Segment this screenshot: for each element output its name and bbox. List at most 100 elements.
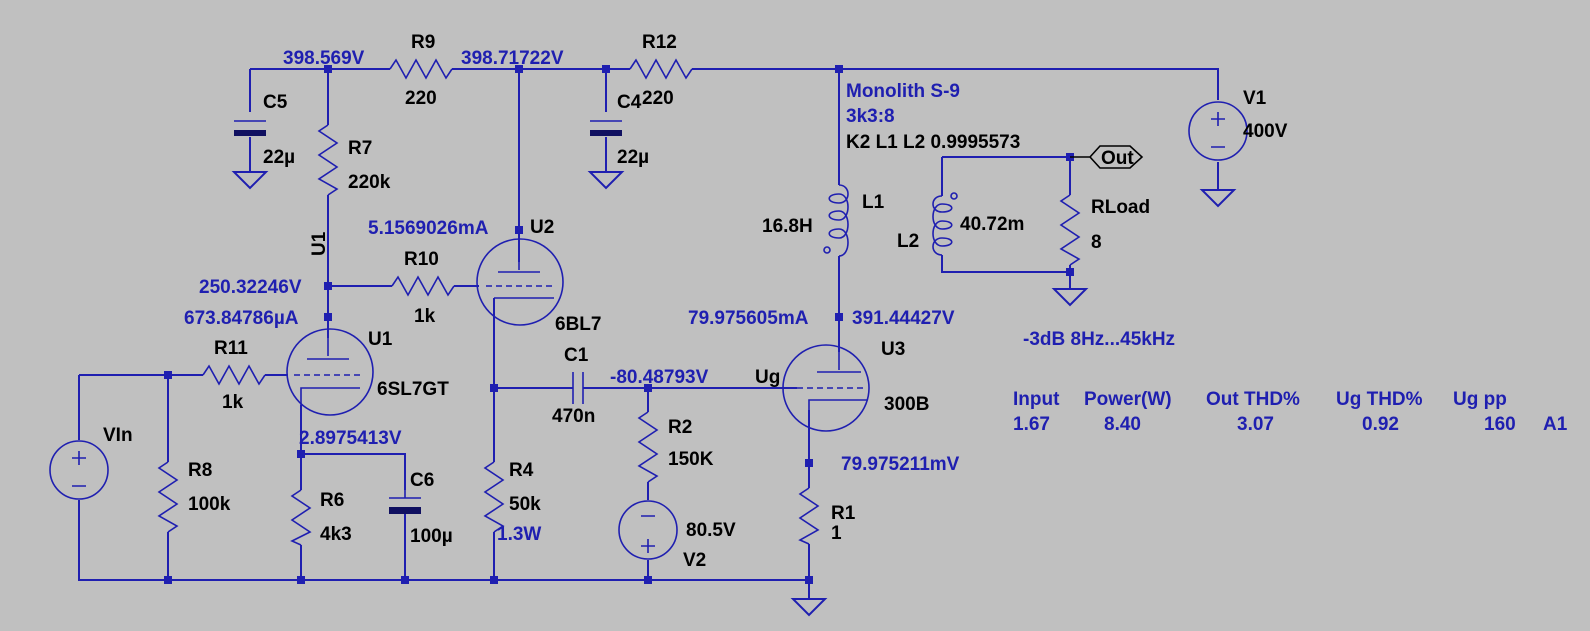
source-vin [49,440,109,500]
label-l2-name: L2 [897,231,919,252]
inductor-l1 [823,184,849,257]
label-r12-value: 220 [642,88,674,109]
voltage-u1-plate: 250.32246V [199,277,302,298]
label-r6-value: 4k3 [320,524,352,545]
resistor-rload [1059,194,1081,266]
tube-u3 [782,344,870,432]
label-r10-name: R10 [404,249,439,270]
voltage-u3-cathode: 79.975211mV [841,454,960,475]
resistor-r11 [202,364,266,386]
resistor-r10 [391,275,455,297]
label-r7-name: R7 [348,138,372,159]
transformer-coupling: K2 L1 L2 0.9995573 [846,132,1020,153]
capacitor-c4 [590,120,622,136]
label-c1-name: C1 [564,345,589,366]
capacitor-c6 [389,490,421,522]
current-u1: 673.84786µA [184,308,299,329]
junctions [164,65,1074,584]
label-u2-model: 6BL7 [555,314,601,335]
source-v1 [1188,101,1248,161]
wires [78,68,1219,599]
label-r4-power: 1.3W [497,524,541,545]
inductor-l2 [932,192,958,256]
results-class: A1 [1543,414,1568,435]
label-r8-value: 100k [188,494,231,515]
results-value-input: 1.67 [1013,414,1050,435]
ground-main [790,598,828,617]
simulation-results: -3dB 8Hz...45kHz Input Power(W) Out THD%… [1013,329,1568,435]
results-header-ug-thd: Ug THD% [1336,389,1423,410]
label-ug: Ug [755,367,780,388]
operating-points: 398.569V 398.71722V 5.1569026mA 250.3224… [184,48,960,545]
voltage-node-2: 398.71722V [461,48,564,69]
transformer-name: Monolith S-9 [846,81,960,102]
results-value-ug-pp: 160 [1484,414,1516,435]
results-value-out-thd: 3.07 [1237,414,1274,435]
resistor-r1 [798,487,820,545]
resistor-r12 [629,58,693,80]
transformer-spec: Monolith S-9 3k3:8 K2 L1 L2 0.9995573 [846,81,1020,153]
voltage-sources [49,101,1248,560]
resistor-r2 [637,411,659,483]
ground-symbols [231,171,1237,617]
resistor-r4 [483,461,505,533]
capacitor-c1 [572,372,584,404]
label-u3-name: U3 [881,339,905,360]
label-r2-name: R2 [668,417,692,438]
tube-u2 [476,238,564,326]
label-l2-value: 40.72m [960,214,1024,235]
label-r11-name: R11 [214,338,248,359]
label-u1-side: U1 [309,231,330,256]
results-value-ug-thd: 0.92 [1362,414,1399,435]
label-r12-name: R12 [642,32,677,53]
label-v1-name: V1 [1243,88,1267,109]
label-r1-value: 1 [831,523,842,544]
current-u3: 79.975605mA [688,308,809,329]
tube-u1 [286,328,374,416]
results-header-out-thd: Out THD% [1206,389,1300,410]
label-v2-name: V2 [683,550,706,571]
bandwidth-note: -3dB 8Hz...45kHz [1023,329,1175,350]
label-c6-name: C6 [410,470,434,491]
transformer-ratio: 3k3:8 [846,106,895,127]
label-r9-name: R9 [411,32,435,53]
label-c4-value: 22µ [617,147,649,168]
resistor-r6 [290,489,312,546]
ground-c5 [231,171,269,190]
label-r7-value: 220k [348,172,391,193]
resistor-r9 [389,58,453,80]
voltage-node-1: 398.569V [283,48,365,69]
label-r4-value: 50k [509,494,541,515]
label-u2-name: U2 [530,217,554,238]
inductors [823,184,958,257]
results-header-power: Power(W) [1084,389,1172,410]
label-c1-value: 470n [552,406,595,427]
label-u1-model: 6SL7GT [377,379,449,400]
label-l1-value: 16.8H [762,216,813,237]
label-r10-value: 1k [414,306,436,327]
voltage-u3-plate: 391.44427V [852,308,955,329]
label-vin-name: VIn [103,425,133,446]
source-v2 [618,500,678,560]
results-value-power: 8.40 [1104,414,1141,435]
label-rload-name: RLoad [1091,197,1150,218]
label-r11-value: 1k [222,392,244,413]
results-header-input: Input [1013,389,1060,410]
ground-l2 [1051,288,1089,307]
label-u1-name: U1 [368,329,393,350]
label-rload-value: 8 [1091,232,1102,253]
ground-v1 [1199,189,1237,208]
results-header-ug-pp: Ug pp [1453,389,1507,410]
label-c4-name: C4 [617,92,642,113]
output-port: Out [1070,145,1144,169]
capacitor-c5 [234,120,266,136]
label-l1-name: L1 [862,192,885,213]
label-r2-value: 150K [668,449,714,470]
voltage-u1-cathode: 2.8975413V [299,428,402,449]
label-r9-value: 220 [405,88,437,109]
resistor-r8 [157,461,179,533]
label-r8-name: R8 [188,460,212,481]
component-labels: R9 220 R12 220 C5 22µ C4 22µ R7 220k U1 … [103,32,1288,571]
label-c6-value: 100µ [410,526,453,547]
